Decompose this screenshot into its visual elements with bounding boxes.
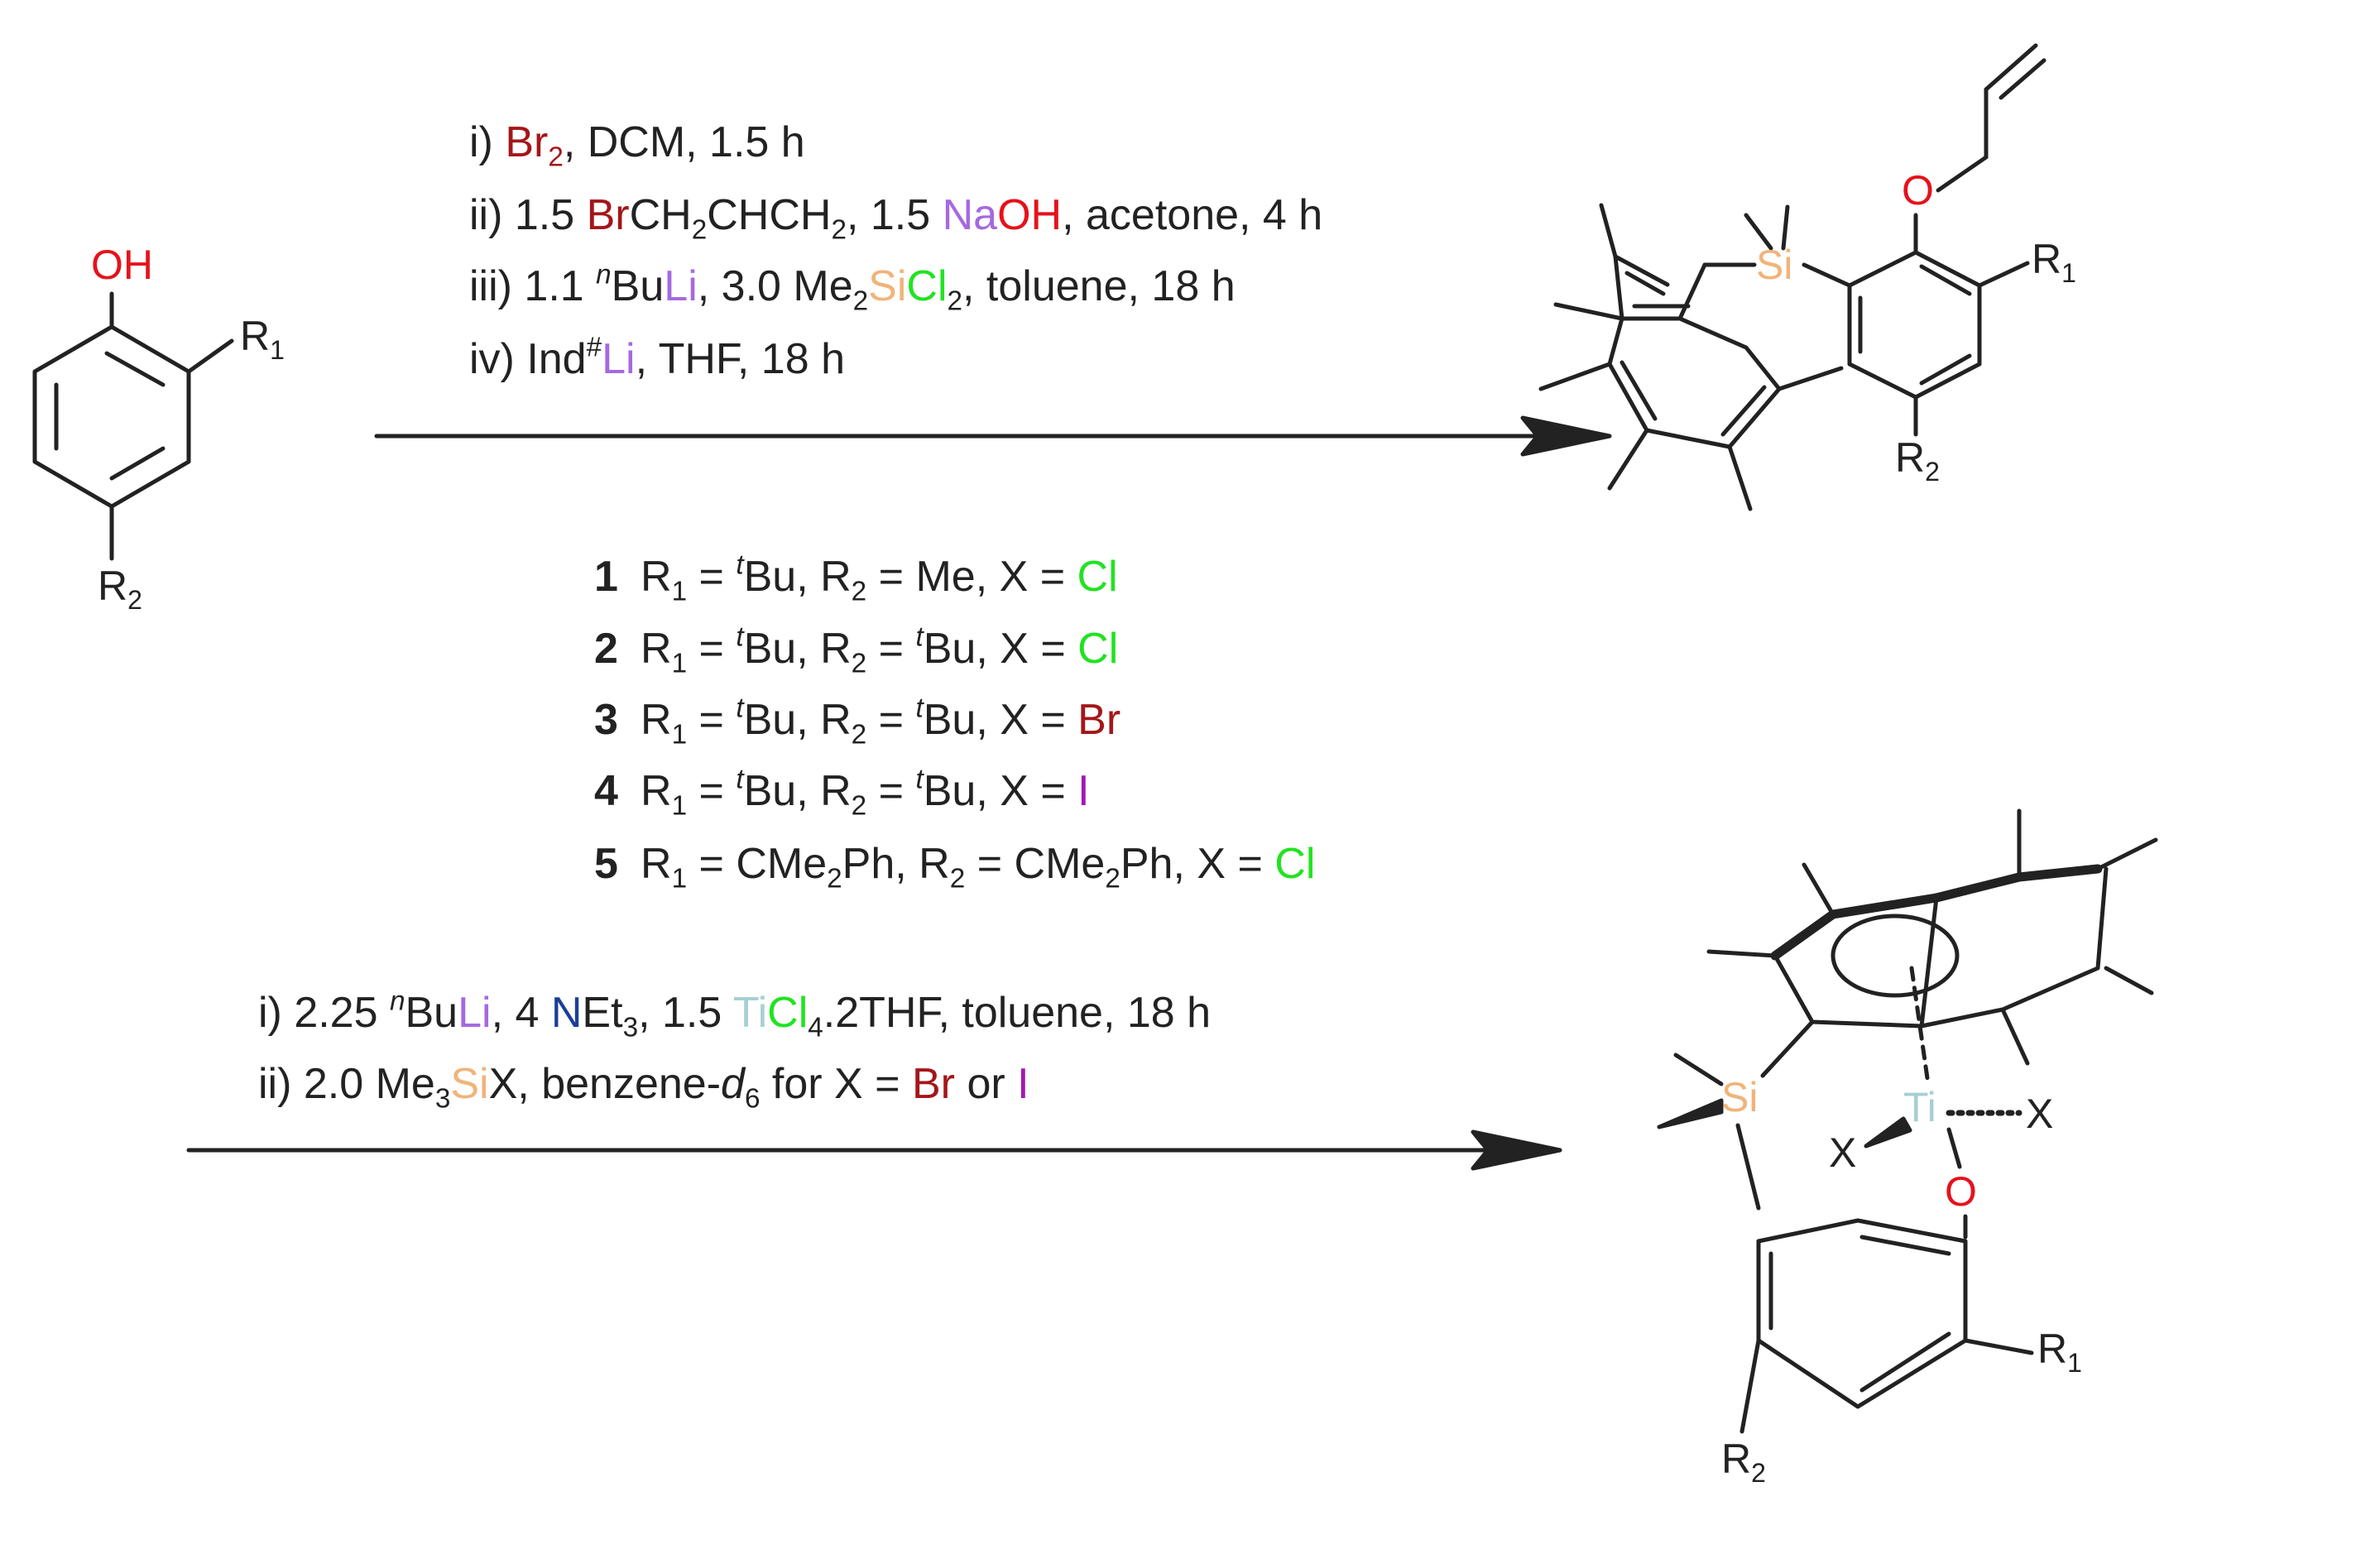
phenol-oh-label: OH [91,242,153,288]
complex-o-label: O [1945,1168,1977,1215]
phenol-r2-label: R2 [98,563,142,616]
product1-r2-label: R2 [1895,434,1940,487]
starting-phenol-structure [32,291,234,561]
complex-r1-label: R1 [2037,1326,2082,1379]
complex-si-label: Si [1721,1074,1759,1120]
product1-r1-label: R1 [2032,236,2076,289]
reaction-arrow-step-1-head [1520,415,1612,457]
product1-si-label: Si [1756,242,1793,288]
complex-ti-label: Ti [1903,1084,1936,1130]
complex-x-label-left: X [1829,1129,1857,1176]
phenol-r1-label: R1 [240,313,285,366]
reaction-arrow-step-2-head [1471,1129,1562,1171]
step2-condition-ii: ii) 2.0 Me3SiX, benzene-d6 for X = Br or… [258,1060,1029,1115]
complex-r2-label: R2 [1721,1436,1766,1489]
silyl-indene-ligand-structure [1538,43,2047,511]
titanium-complex-structure [1657,808,2158,1434]
product1-o-label: O [1902,167,1934,213]
step1-condition-ii: ii) 1.5 BrCH2CHCH2, 1.5 NaOH, acetone, 4… [469,191,1323,246]
step2-condition-i: i) 2.25 nBuLi, 4 NEt3, 1.5 TiCl4.2THF, t… [258,986,1212,1043]
step1-condition-iv: iv) Ind#Li, THF, 18 h [469,332,845,383]
complex-x-label-right: X [2026,1091,2054,1137]
step1-condition-i: i) Br2, DCM, 1.5 h [469,118,805,173]
step1-condition-iii: iii) 1.1 nBuLi, 3.0 Me2SiCl2, toluene, 1… [469,259,1236,317]
